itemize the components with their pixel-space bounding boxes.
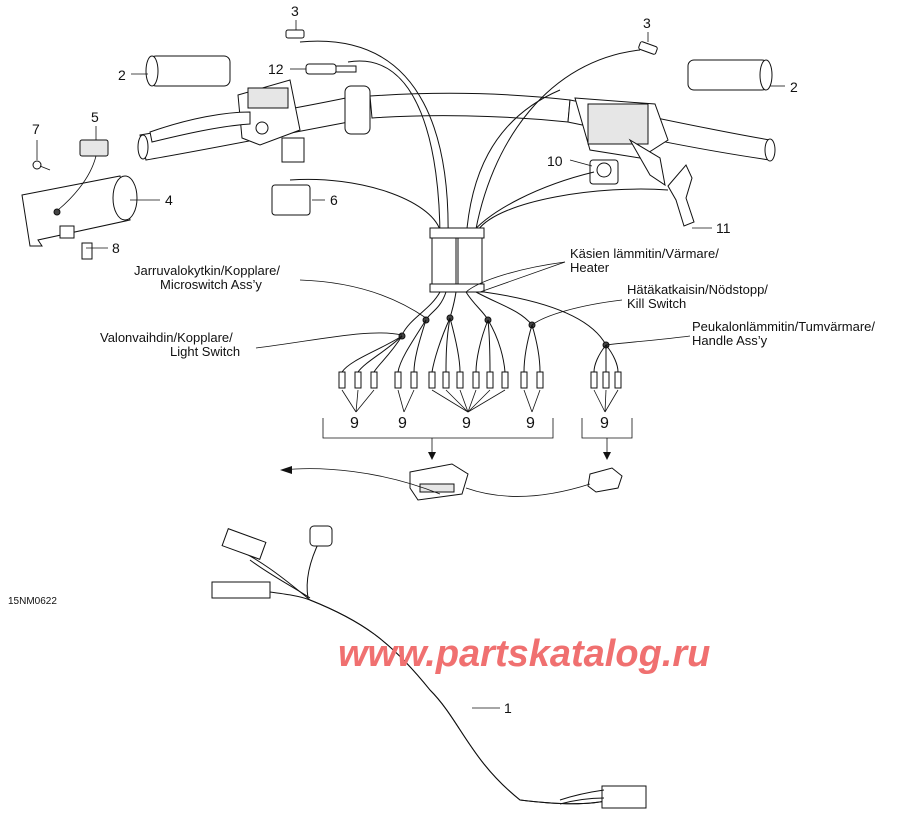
bracket-11 bbox=[667, 164, 695, 227]
group-brackets bbox=[322, 418, 633, 460]
callout-9-e: 9 bbox=[600, 415, 609, 432]
connector-housing-large bbox=[409, 463, 469, 501]
heater-label-line2: Heater bbox=[570, 260, 610, 275]
callout-9-b: 9 bbox=[398, 415, 407, 432]
callout-1: 1 bbox=[504, 700, 512, 716]
callout-3-left: 3 bbox=[291, 3, 299, 19]
microswitch-label-line1: Jarruvalokytkin/Kopplare/ bbox=[134, 263, 280, 278]
callout-leaders bbox=[36, 20, 785, 709]
watermark: www.partskatalog.ru bbox=[338, 633, 710, 675]
callout-9-a: 9 bbox=[350, 415, 359, 432]
kill-switch-label-line1: Hätäkatkaisin/Nödstopp/ bbox=[627, 282, 768, 297]
switch-housing-4 bbox=[21, 175, 138, 247]
light-switch-label-line1: Valonvaihdin/Kopplare/ bbox=[100, 330, 233, 345]
leaders-9 bbox=[341, 389, 619, 413]
right-grip bbox=[687, 59, 773, 91]
callout-numbers: 2 2 3 3 4 5 6 7 8 10 11 12 1 9 9 9 9 9 bbox=[32, 3, 798, 716]
sensor-12 bbox=[305, 63, 357, 75]
part-labels: Jarruvalokytkin/Kopplare/ Microswitch As… bbox=[100, 246, 875, 359]
plug-right bbox=[638, 41, 658, 55]
handle-label-line2: Handle Ass’y bbox=[692, 333, 768, 348]
left-control-housing bbox=[149, 79, 305, 163]
terminals bbox=[338, 371, 622, 389]
microswitch-label-line2: Microswitch Ass’y bbox=[160, 277, 262, 292]
callout-7: 7 bbox=[32, 121, 40, 137]
figure-code: 15NM0622 bbox=[8, 596, 57, 607]
callout-9-c: 9 bbox=[462, 415, 471, 432]
plug-left bbox=[285, 29, 305, 39]
main-harness bbox=[211, 525, 647, 809]
screw-7 bbox=[32, 160, 51, 171]
handle-label-line1: Peukalonlämmitin/Tumvärmare/ bbox=[692, 319, 875, 334]
switch-6 bbox=[271, 184, 311, 216]
callout-8: 8 bbox=[112, 240, 120, 256]
light-switch-label-line2: Light Switch bbox=[170, 344, 240, 359]
callout-2-left: 2 bbox=[118, 67, 126, 83]
callout-9-d: 9 bbox=[526, 415, 535, 432]
callout-4: 4 bbox=[165, 192, 173, 208]
callout-10: 10 bbox=[547, 153, 563, 169]
right-handle-assembly bbox=[574, 97, 669, 187]
connector-housing-small bbox=[587, 467, 623, 493]
wire-loom bbox=[289, 40, 669, 293]
spring-8 bbox=[81, 242, 93, 260]
callout-12: 12 bbox=[268, 61, 284, 77]
kill-switch-label-line2: Kill Switch bbox=[627, 296, 686, 311]
wire-branches bbox=[341, 291, 619, 373]
callout-6: 6 bbox=[330, 192, 338, 208]
callout-3-right: 3 bbox=[643, 15, 651, 31]
callout-2-right: 2 bbox=[790, 79, 798, 95]
left-grip bbox=[145, 55, 231, 87]
switch-10 bbox=[589, 159, 619, 185]
heater-label-line1: Käsien lämmitin/Värmare/ bbox=[570, 246, 719, 261]
label-5 bbox=[79, 139, 109, 157]
callout-11: 11 bbox=[716, 220, 731, 236]
callout-5: 5 bbox=[91, 109, 99, 125]
